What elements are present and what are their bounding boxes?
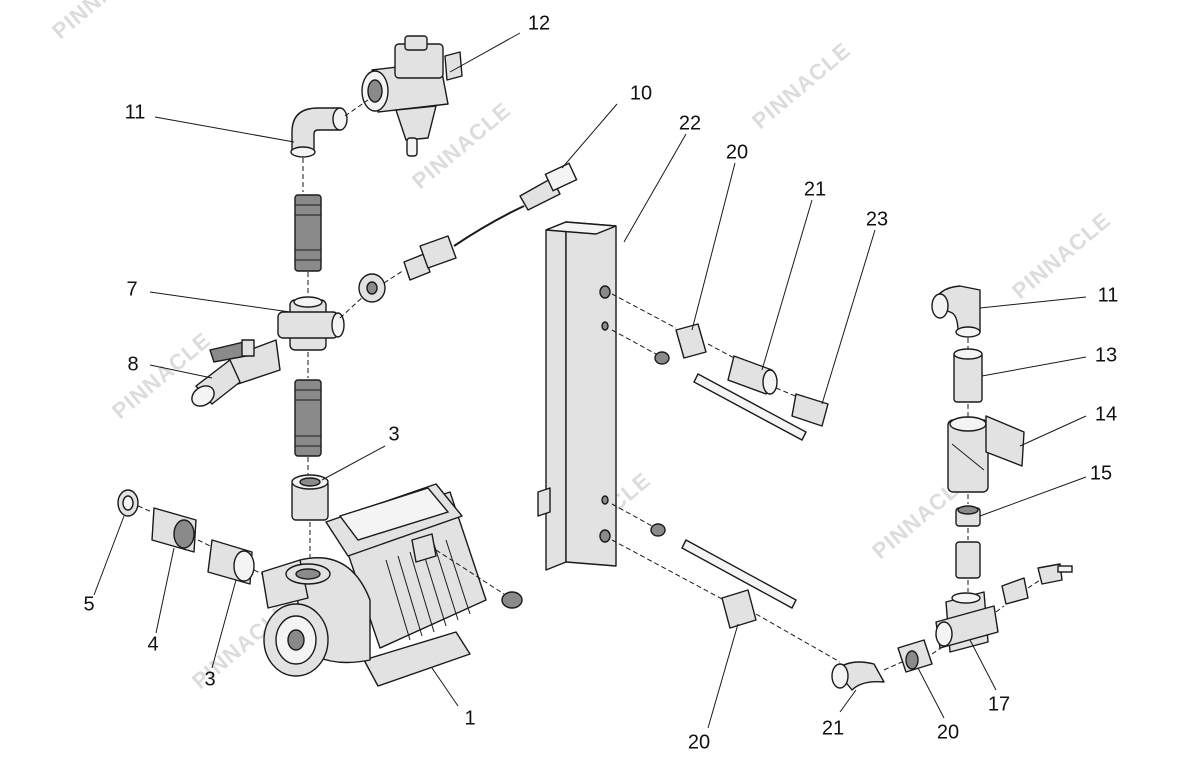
coupling-3-lower — [207, 539, 267, 585]
callout-3-upper: 3 — [388, 423, 399, 445]
nipple-lower — [294, 379, 322, 478]
callout-21-top: 21 — [804, 178, 826, 200]
nipple-right — [955, 541, 981, 592]
svg-text:PINNACLE: PINNACLE — [47, 0, 155, 44]
nipple-upper — [294, 194, 322, 296]
callout-labels: 12 11 10 22 20 21 23 7 8 3 5 4 3 1 20 21… — [83, 12, 1118, 753]
svg-text:PINNACLE: PINNACLE — [747, 37, 855, 134]
cross-7 — [277, 293, 367, 378]
leader-lines — [93, 32, 1087, 729]
callout-14: 14 — [1095, 403, 1117, 425]
bushing-15 — [955, 505, 981, 540]
valve-14 — [947, 415, 1025, 504]
callout-22: 22 — [679, 112, 701, 134]
callout-12: 12 — [528, 12, 550, 34]
coupling-3-upper — [291, 474, 329, 562]
callout-10: 10 — [630, 82, 652, 104]
sensor-10 — [358, 162, 578, 303]
nipple-13 — [953, 348, 983, 418]
drain-valve-8 — [191, 339, 281, 407]
washer-5 — [117, 489, 153, 517]
tee-17 — [935, 563, 1073, 653]
callout-20-top: 20 — [726, 141, 748, 163]
fitting-20-bottom — [897, 639, 945, 673]
panel-22 — [537, 221, 617, 571]
callout-15: 15 — [1090, 462, 1112, 484]
callout-11-right: 11 — [1098, 284, 1119, 306]
callout-7: 7 — [126, 278, 137, 300]
callout-11-left: 11 — [125, 101, 146, 123]
callout-20-bottom-right: 20 — [937, 721, 959, 743]
callout-1: 1 — [464, 707, 475, 729]
valve-12 — [361, 35, 463, 157]
panel-fittings — [611, 293, 841, 663]
elbow-11-right — [931, 285, 981, 350]
pump-1 — [261, 483, 523, 687]
callout-20-bottom-left: 20 — [688, 731, 710, 753]
callout-17: 17 — [988, 693, 1010, 715]
callout-21-bottom: 21 — [822, 717, 844, 739]
callout-8: 8 — [127, 353, 138, 375]
callout-5: 5 — [83, 593, 94, 615]
callout-23: 23 — [866, 208, 888, 230]
elbow-11-top — [290, 99, 369, 192]
callout-3-lower: 3 — [204, 668, 215, 690]
callout-13: 13 — [1095, 344, 1117, 366]
elbow-21-bottom — [831, 661, 903, 691]
callout-4: 4 — [147, 633, 158, 655]
adapter-4 — [151, 507, 211, 553]
